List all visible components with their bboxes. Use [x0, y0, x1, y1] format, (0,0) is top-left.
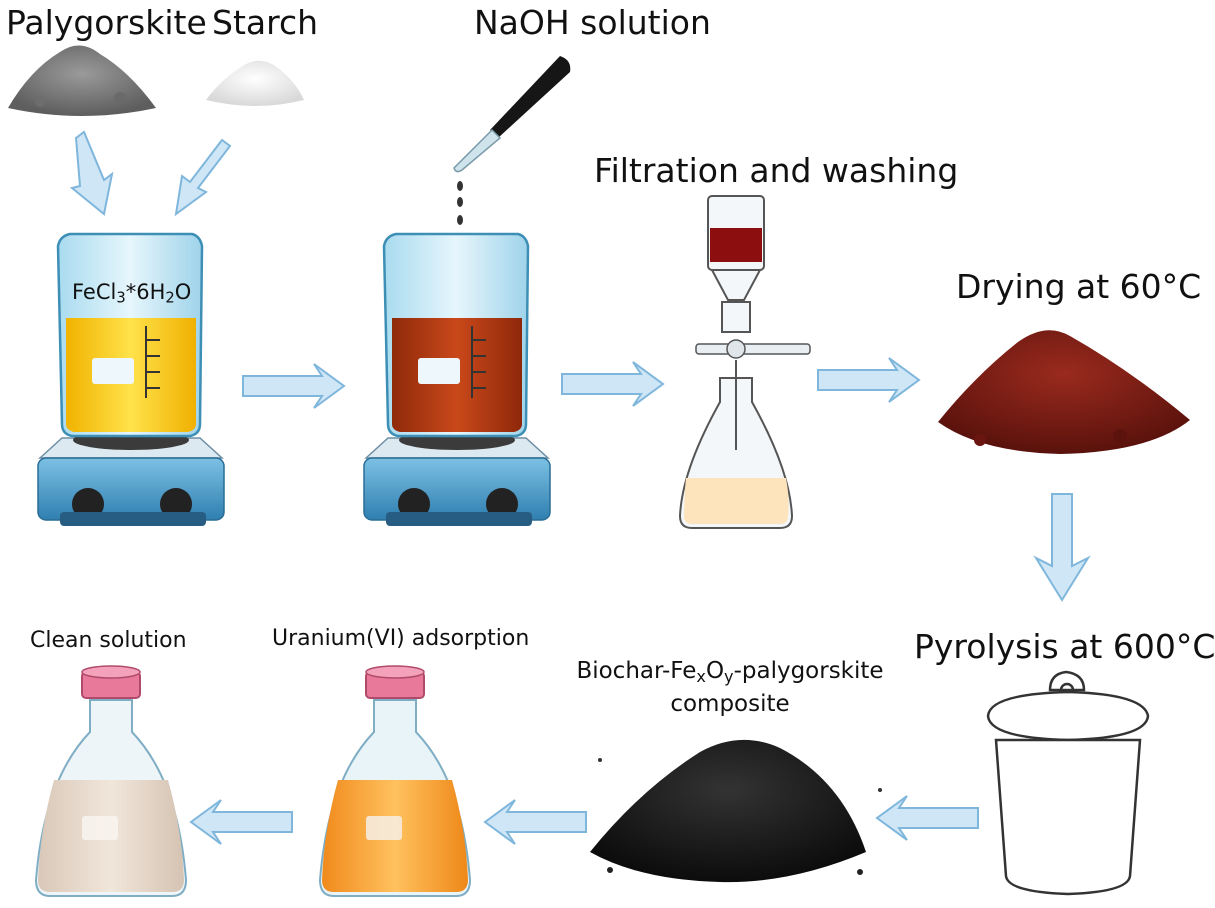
composite-text-a: Biochar-Fe	[576, 658, 697, 684]
beaker-1	[56, 232, 204, 438]
starch-powder	[206, 60, 304, 106]
dried-red-powder	[938, 330, 1190, 454]
crucible	[986, 670, 1150, 896]
filtration-label: Filtration and washing	[594, 151, 959, 190]
hotplate-1	[37, 430, 225, 526]
arrow-step1-to-step2	[242, 363, 346, 409]
composite-black-powder	[590, 739, 882, 883]
fecl3-mid: *6H	[125, 280, 166, 304]
uranium-adsorption-label: Uranium(VI) adsorption	[272, 626, 530, 651]
fecl3-sub1: 3	[116, 289, 126, 307]
fecl3-base: FeCl	[72, 280, 117, 304]
clean-solution-label: Clean solution	[30, 628, 187, 653]
pyrolysis-label: Pyrolysis at 600°C	[914, 627, 1215, 666]
composite-sub-x: x	[696, 667, 706, 687]
palygorskite-powder	[8, 45, 156, 116]
composite-text-b: O	[705, 658, 725, 684]
arrow-composite-to-uranium	[483, 799, 587, 845]
arrow-drying-to-pyrolysis	[1033, 493, 1091, 602]
composite-sub-y: y	[724, 667, 734, 687]
composite-label-line1: Biochar-FexOy-palygorskite	[558, 658, 902, 687]
composite-label-line2: composite	[670, 691, 790, 717]
composite-text-c: -palygorskite	[733, 658, 884, 684]
clean-solution-flask	[34, 665, 188, 897]
arrow-step2-to-filtration	[561, 361, 665, 407]
down-arrow-starch	[174, 138, 232, 217]
hotplate-2	[363, 430, 551, 526]
fecl3-sub2: 2	[165, 289, 175, 307]
arrow-filtration-to-drying	[817, 357, 921, 403]
fecl3-label: FeCl3*6H2O	[72, 280, 192, 306]
naoh-solution-label: NaOH solution	[474, 3, 711, 42]
arrow-uranium-to-clean	[189, 799, 293, 845]
palygorskite-label: Palygorskite	[6, 3, 207, 42]
starch-label: Starch	[212, 3, 319, 42]
beaker-2	[382, 232, 530, 438]
filtration-apparatus	[678, 195, 811, 529]
fecl3-end: O	[174, 280, 192, 304]
down-arrow-palygorskite	[69, 130, 114, 216]
drying-label: Drying at 60°C	[956, 267, 1202, 306]
arrow-pyrolysis-to-composite	[875, 795, 979, 841]
naoh-dropper	[453, 56, 571, 225]
uranium-flask	[318, 665, 472, 897]
composite-label: Biochar-FexOy-palygorskite composite	[558, 660, 902, 716]
